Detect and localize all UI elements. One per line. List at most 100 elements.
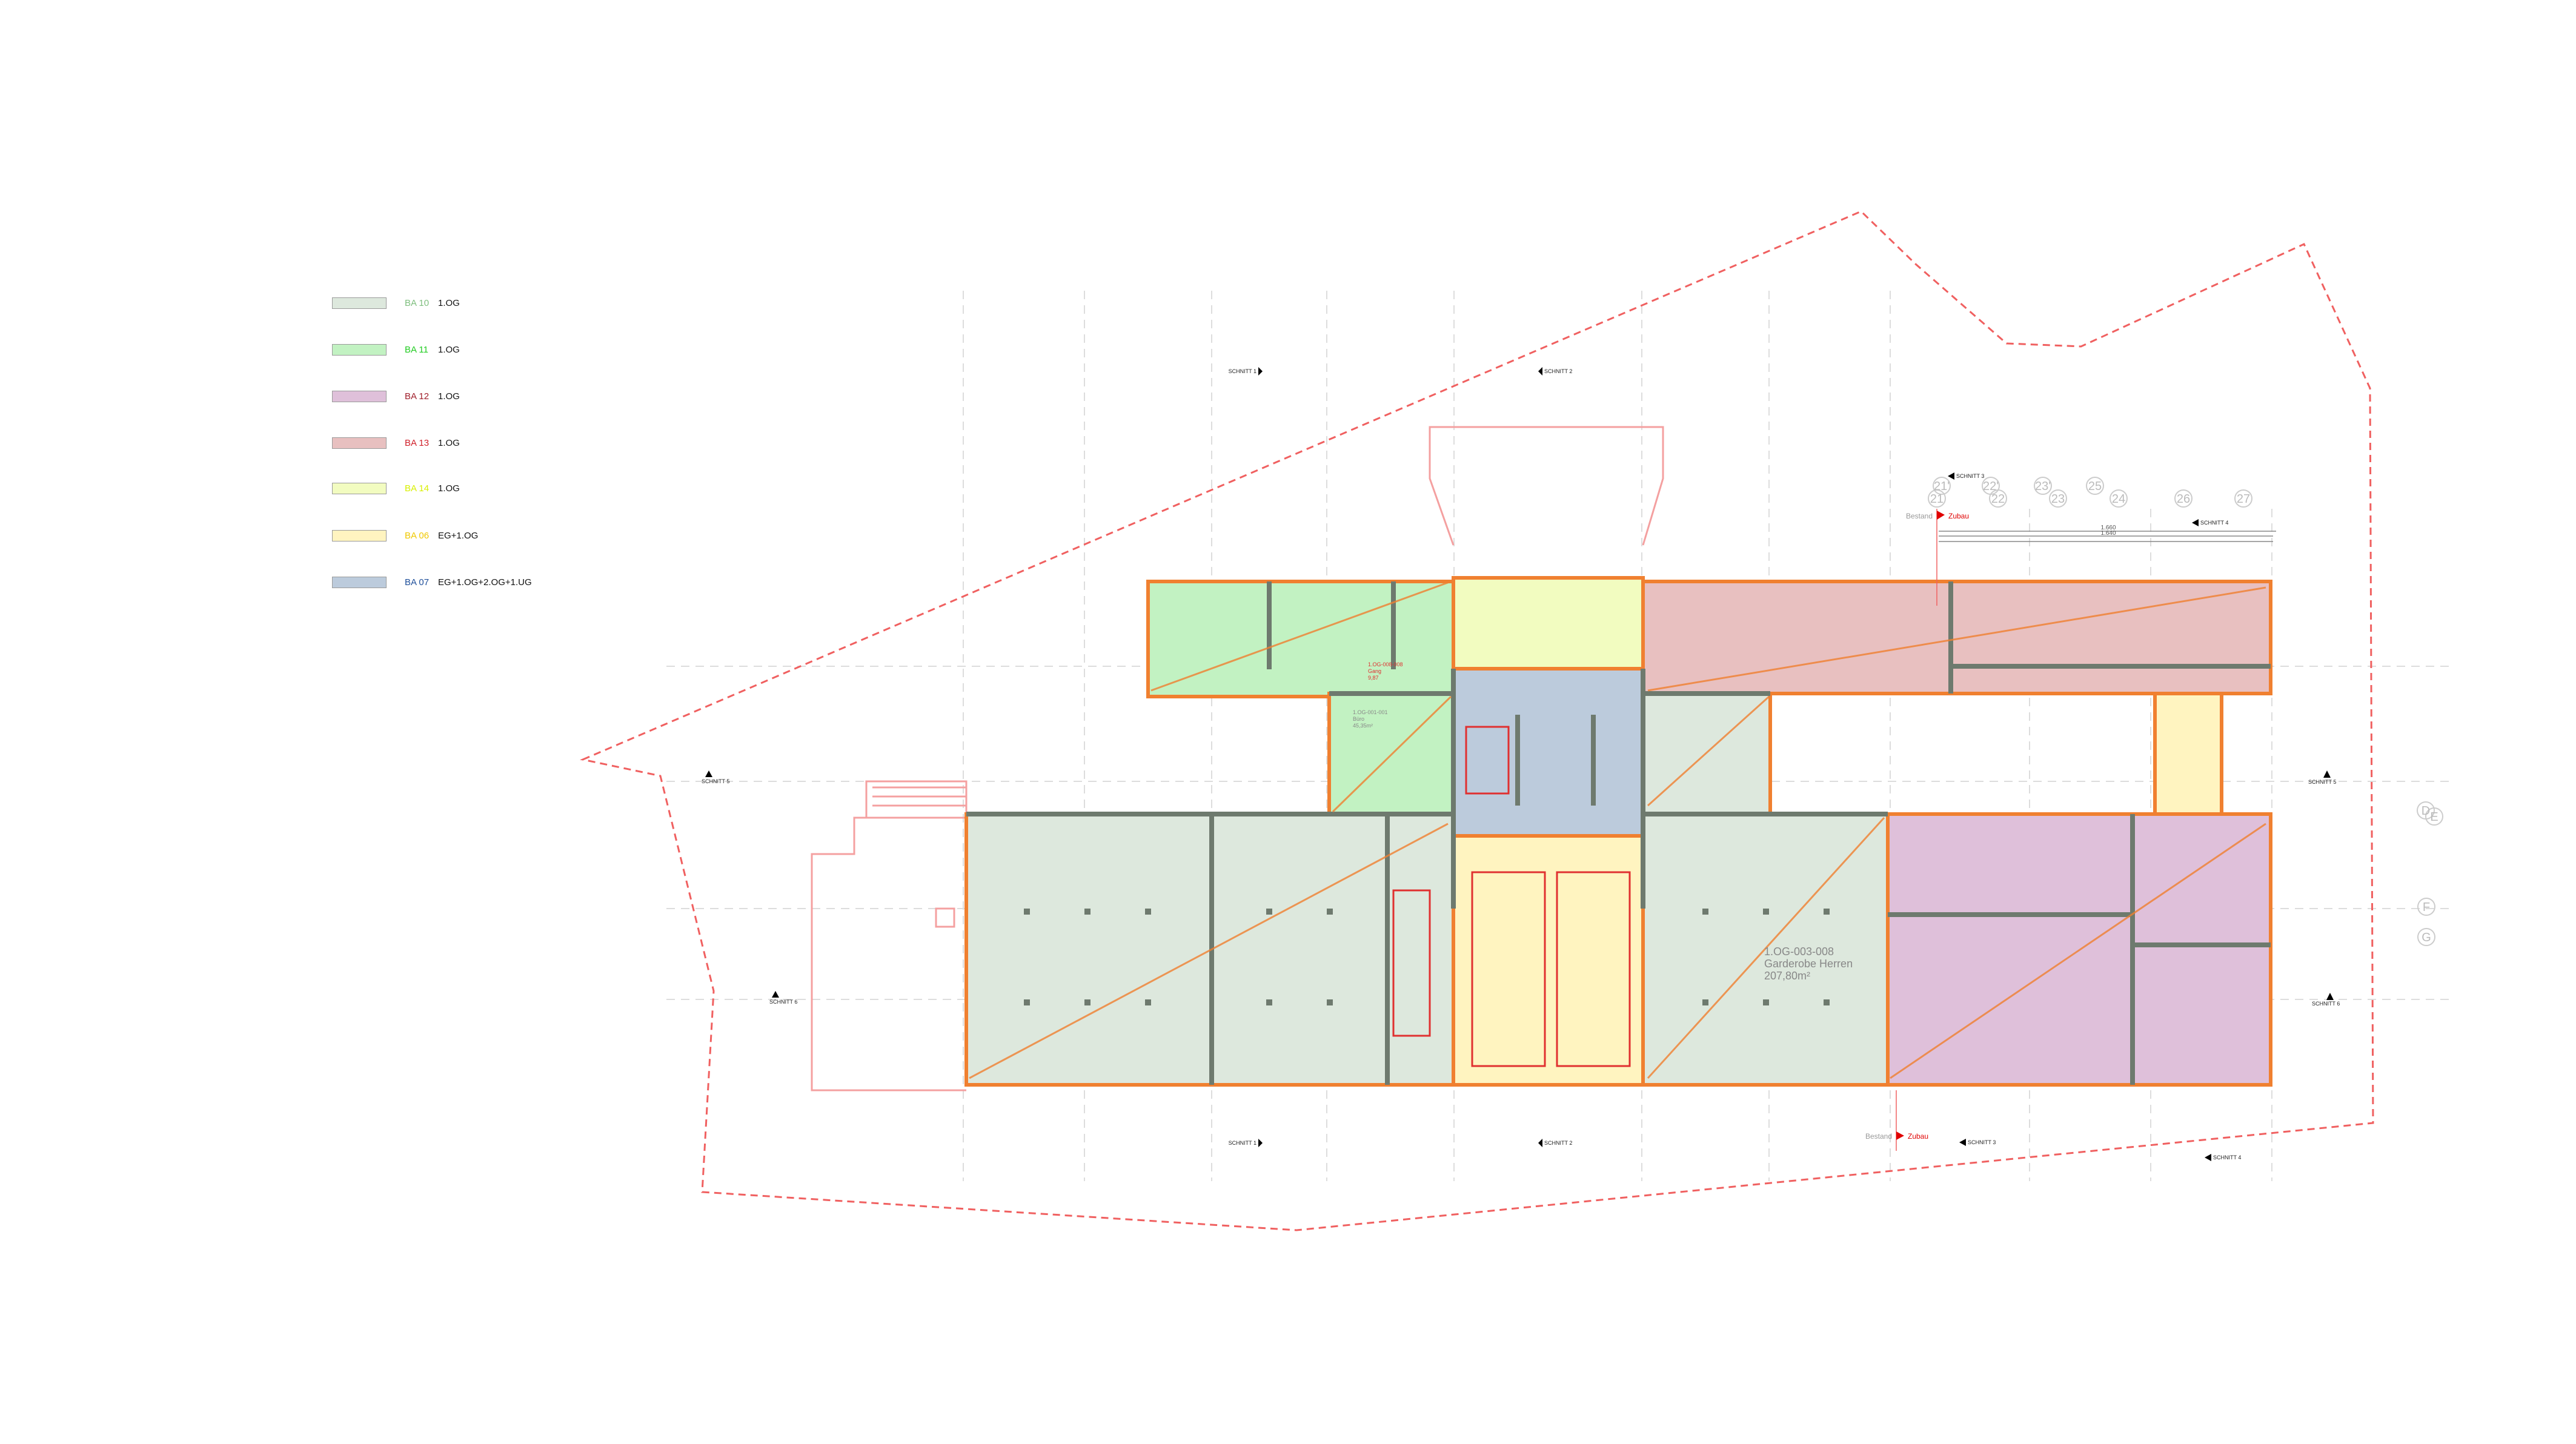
zone-ba06-core xyxy=(1452,834,1645,1087)
axis-25: 25 xyxy=(2088,480,2102,493)
site-boundary xyxy=(580,210,2374,1231)
section-arrow-icon xyxy=(1959,1139,1966,1146)
section-5-label-east: SCHNITT 5 xyxy=(2308,779,2336,785)
axis-21b: 21' xyxy=(1934,480,1950,493)
room-name: Garderobe Herren xyxy=(1764,958,1853,970)
legend-floors: 1.OG xyxy=(438,344,460,355)
section-2-label-bottom: SCHNITT 2 xyxy=(1544,1140,1572,1146)
legend-item-ba10: BA 10 1.OG xyxy=(332,296,460,310)
room-label-garderobe: 1.OG-003-008 Garderobe Herren 207,80m² xyxy=(1764,946,1853,982)
section-arrow-icon xyxy=(1538,367,1542,376)
legend-code: BA 12 xyxy=(405,391,430,402)
section-arrow-icon xyxy=(2192,519,2199,526)
axis-23b: 23' xyxy=(2035,480,2051,493)
section-arrow-icon xyxy=(2205,1154,2211,1161)
legend-item-ba12: BA 12 1.OG xyxy=(332,389,460,403)
bestand-zubau-marker: Bestand Zubau Bestand Zubau xyxy=(1865,509,1969,1151)
room-id: 1.OG-003-008 xyxy=(1764,946,1834,958)
legend-code: BA 07 xyxy=(405,577,430,588)
core-stairs xyxy=(1392,726,1631,1067)
bestand-label-bottom: Bestand xyxy=(1865,1132,1892,1141)
legend-floors: 1.OG xyxy=(438,437,460,448)
room-area: 45,35m² xyxy=(1353,723,1373,729)
legend-code: BA 10 xyxy=(405,297,430,308)
legend-code: BA 13 xyxy=(405,437,430,448)
legend-swatch xyxy=(332,529,387,542)
axis-D: D xyxy=(2422,804,2430,818)
legend-item-ba06: BA 06 EG+1.OG xyxy=(332,528,478,543)
zone-ba06-stair xyxy=(2153,692,2223,816)
zone-ba11-wing xyxy=(1146,580,1455,698)
section-3-label-bottom: SCHNITT 3 xyxy=(1968,1139,1996,1145)
axis-G: G xyxy=(2422,931,2431,944)
canopy-outline xyxy=(1429,426,1664,546)
section-6-label-east: SCHNITT 6 xyxy=(2312,1001,2340,1007)
axis-24: 24 xyxy=(2112,492,2125,506)
legend-code: BA 11 xyxy=(405,344,428,355)
room-name: Büro xyxy=(1353,716,1364,722)
room-id: 1.OG-001-001 xyxy=(1353,709,1388,715)
room-area: 9,87 xyxy=(1368,675,1379,681)
flag-icon xyxy=(1896,1131,1904,1140)
legend-floors: EG+1.OG+2.OG+1.UG xyxy=(438,577,532,588)
section-markers: SCHNITT 1 SCHNITT 2 SCHNITT 3 SCHNITT 4 … xyxy=(702,367,2340,1161)
room-label-gang: 1.OG-008-008 Gang 9,87 xyxy=(1368,661,1403,681)
section-6-label: SCHNITT 6 xyxy=(769,999,797,1005)
legend-swatch xyxy=(332,297,387,309)
ceiling-diagonals xyxy=(969,580,2266,1079)
legend-code: BA 06 xyxy=(405,530,430,541)
section-5-label: SCHNITT 5 xyxy=(702,778,729,784)
room-name: Gang xyxy=(1368,668,1381,674)
grid-axis-labels: 21 22 23 24 26 27 21' 22' 23' 25 D E F G xyxy=(1928,477,2443,946)
terrace-outline xyxy=(811,780,968,1091)
room-label-buero: 1.OG-001-001 Büro 45,35m² xyxy=(1353,709,1388,729)
section-4-label: SCHNITT 4 xyxy=(2200,520,2228,526)
legend-floors: 1.OG xyxy=(438,483,460,494)
dimension-chain xyxy=(1939,531,2276,542)
section-1-label-bottom: SCHNITT 1 xyxy=(1229,1140,1256,1146)
zones xyxy=(964,576,2272,1087)
axis-F: F xyxy=(2423,901,2430,914)
section-2-label: SCHNITT 2 xyxy=(1544,368,1572,374)
dimension-total-2: 1.640 xyxy=(2100,530,2116,537)
legend-floors: 1.OG xyxy=(438,391,460,402)
legend-floors: EG+1.OG xyxy=(438,530,479,541)
legend-swatch xyxy=(332,482,387,494)
section-arrow-icon xyxy=(2323,770,2331,778)
axis-22: 22 xyxy=(1991,492,2005,506)
axis-E: E xyxy=(2430,810,2438,824)
zubau-label: Zubau xyxy=(1948,512,1969,520)
axis-23: 23 xyxy=(2051,492,2065,506)
legend-item-ba11: BA 11 1.OG xyxy=(332,342,460,357)
axis-22b: 22' xyxy=(1983,480,1999,493)
section-arrow-icon xyxy=(772,991,779,998)
section-arrow-icon xyxy=(2326,993,2334,1000)
section-3-label: SCHNITT 3 xyxy=(1956,473,1984,479)
legend-swatch xyxy=(332,390,387,402)
section-4-label-bottom: SCHNITT 4 xyxy=(2213,1154,2241,1161)
legend-code: BA 14 xyxy=(405,483,430,494)
axis-27: 27 xyxy=(2237,492,2250,506)
legend-swatch xyxy=(332,576,387,588)
axis-26: 26 xyxy=(2177,492,2190,506)
zone-ba14 xyxy=(1452,576,1645,671)
legend-swatch xyxy=(332,343,387,356)
section-arrow-icon xyxy=(1948,472,1954,480)
axis-21: 21 xyxy=(1930,492,1944,506)
room-area: 207,80m² xyxy=(1764,970,1810,982)
room-id: 1.OG-008-008 xyxy=(1368,661,1403,667)
section-arrow-icon xyxy=(1258,367,1263,376)
legend-floors: 1.OG xyxy=(438,297,460,308)
legend-item-ba14: BA 14 1.OG xyxy=(332,481,460,495)
flag-icon xyxy=(1937,511,1945,520)
section-arrow-icon xyxy=(1258,1139,1263,1147)
legend-swatch xyxy=(332,437,387,449)
section-arrow-icon xyxy=(705,770,712,777)
legend-item-ba13: BA 13 1.OG xyxy=(332,436,460,450)
columns xyxy=(1024,909,1830,1005)
legend-item-ba07: BA 07 EG+1.OG+2.OG+1.UG xyxy=(332,575,532,589)
section-1-label: SCHNITT 1 xyxy=(1229,368,1256,374)
section-arrow-icon xyxy=(1538,1139,1542,1147)
zone-ba13 xyxy=(1641,580,2272,695)
